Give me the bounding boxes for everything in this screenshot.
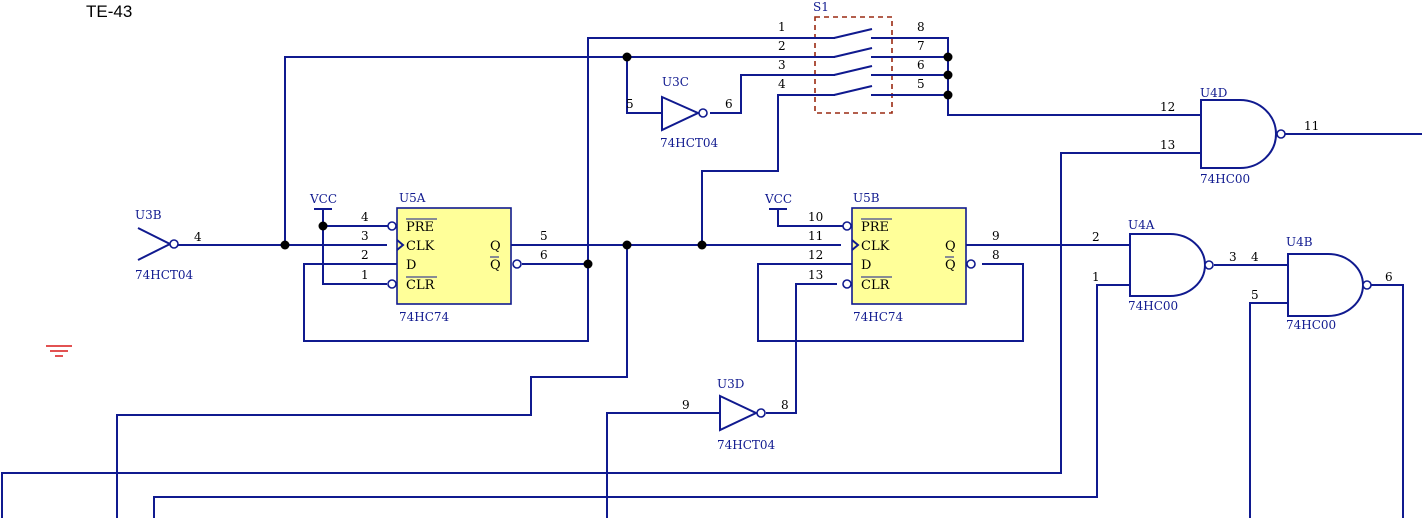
- u5a-part: 74HC74: [399, 310, 450, 324]
- u5a-pin-q: 5: [540, 229, 548, 243]
- s1-pin-5: 5: [917, 77, 925, 91]
- u5a-label-qn: Q: [490, 258, 501, 273]
- wire-u4b-out: [1370, 284, 1404, 518]
- u5b-ref: U5B: [853, 191, 880, 205]
- wire-q-to-s1-pin4: [701, 94, 781, 246]
- u3d-part: 74HCT04: [717, 438, 776, 452]
- u3b-part: 74HCT04: [135, 268, 194, 282]
- u5a-ref: U5A: [399, 191, 426, 205]
- u4d-pin-out: 11: [1304, 119, 1319, 133]
- u5a-label-d: D: [406, 258, 416, 273]
- u5a-pin-clr: 1: [361, 268, 369, 282]
- u3d-pin-in: 9: [682, 398, 690, 412]
- u3d-inverter: U3D 74HCT04 9 8: [682, 377, 789, 452]
- u3b-inverter: U3B 74HCT04 4: [135, 208, 202, 282]
- u3b-ref: U3B: [135, 208, 162, 222]
- u5b-pin-pre: 10: [808, 210, 823, 224]
- u4a-pin-in2: 1: [1092, 270, 1100, 284]
- wire-u5a-vcc-tie: [322, 225, 387, 285]
- s1-pin-6: 6: [917, 58, 925, 72]
- u4b-part: 74HC00: [1286, 318, 1336, 332]
- u3c-pin-in: 5: [626, 97, 634, 111]
- wire-u3d-in: [606, 412, 721, 518]
- u5b-pin-q: 9: [992, 229, 1000, 243]
- wire-u5a-qn: [522, 37, 781, 342]
- wire-u4d-in2: [1, 152, 1202, 518]
- u4b-nand-gate: U4B 74HC00 4 5 6: [1251, 235, 1393, 332]
- u4b-pin-out: 6: [1385, 270, 1393, 284]
- u5a-pin-d: 2: [361, 248, 369, 262]
- wire-u5b-d-feedback: [757, 263, 1024, 342]
- s1-pin-4: 4: [778, 77, 786, 91]
- u5b-label-d: D: [861, 258, 871, 273]
- u5b-vcc: VCC: [764, 192, 792, 210]
- u4b-pin-in1: 4: [1251, 250, 1259, 264]
- u4d-ref: U4D: [1200, 86, 1227, 100]
- schematic-title: TE-43: [86, 2, 132, 21]
- wire-s1-right-bus: [947, 37, 1202, 116]
- u5b-part: 74HC74: [853, 310, 904, 324]
- wire-u4a-in2: [153, 284, 1131, 518]
- wire-u5a-d-feedback: [303, 263, 589, 342]
- s1-pin-7: 7: [917, 39, 925, 53]
- u5b-pin-qn: 8: [992, 248, 1000, 262]
- s1-pin-8: 8: [917, 20, 925, 34]
- wire-u3c-out: [710, 74, 781, 114]
- s1-ref: S1: [813, 0, 829, 14]
- u3c-ref: U3C: [662, 75, 689, 89]
- u5b-label-clr: CLR: [861, 278, 891, 293]
- u5a-vcc-label: VCC: [309, 192, 337, 206]
- u5b-label-clk: CLK: [861, 239, 890, 254]
- wire-u3c-in: [626, 56, 663, 114]
- u5b-pin-d: 12: [808, 248, 823, 262]
- u4a-pin-out: 3: [1229, 250, 1237, 264]
- u5a-pin-clk: 3: [361, 229, 369, 243]
- wire-u5a-clk-branch: [284, 56, 781, 246]
- u5b-label-q: Q: [945, 239, 956, 254]
- u4a-part: 74HC00: [1128, 299, 1178, 313]
- u4d-nand-gate: U4D 74HC00 12 13 11: [1160, 86, 1319, 186]
- u3c-inverter: U3C 74HCT04 5 6: [626, 75, 733, 150]
- u5b-flip-flop: PRE CLK D CLR Q Q U5B 74HC74 10 11 12 13…: [808, 191, 1000, 324]
- u5a-pin-qn: 6: [540, 248, 548, 262]
- u5b-vcc-label: VCC: [764, 192, 792, 206]
- u5b-label-pre: PRE: [861, 220, 889, 235]
- u4d-part: 74HC00: [1200, 172, 1250, 186]
- u5b-pin-clr: 13: [808, 268, 823, 282]
- ground-icon: [46, 345, 72, 357]
- u4d-pin-in1: 12: [1160, 100, 1175, 114]
- u4a-nand-gate: U4A 74HC00 2 1 3: [1092, 218, 1237, 313]
- u5b-pin-clk: 11: [808, 229, 823, 243]
- u5a-label-q: Q: [490, 239, 501, 254]
- u5b-label-qn: Q: [945, 258, 956, 273]
- u3d-pin-out: 8: [781, 398, 789, 412]
- wires: [1, 37, 1422, 518]
- wire-u4b-in2: [1249, 302, 1289, 518]
- u3c-part: 74HCT04: [660, 136, 719, 150]
- wire-u5b-clr: [766, 283, 837, 414]
- u4b-pin-in2: 5: [1251, 288, 1259, 302]
- u3c-pin-out: 6: [725, 97, 733, 111]
- u5a-label-clk: CLK: [406, 239, 435, 254]
- u5a-pin-pre: 4: [361, 210, 369, 224]
- u5a-label-pre: PRE: [406, 220, 434, 235]
- s1-pin-1: 1: [778, 20, 786, 34]
- u4a-pin-in1: 2: [1092, 230, 1100, 244]
- u3b-pin-out: 4: [194, 230, 202, 244]
- s1-pin-3: 3: [778, 58, 786, 72]
- u4b-ref: U4B: [1286, 235, 1313, 249]
- junction-dots: [280, 52, 953, 269]
- u4d-pin-in2: 13: [1160, 138, 1175, 152]
- u5a-label-clr: CLR: [406, 278, 436, 293]
- s1-pin-2: 2: [778, 39, 786, 53]
- s1-dip-switch: S1 1 2 3 4 8 7 6 5: [778, 0, 949, 114]
- wire-q-node-down: [116, 244, 628, 518]
- wire-u5b-vcc: [777, 209, 849, 227]
- u3d-ref: U3D: [717, 377, 744, 391]
- u5a-vcc: VCC: [309, 192, 337, 226]
- u5a-flip-flop: PRE CLK D CLR Q Q U5A 74HC74 4 3 2 1 5 6: [361, 191, 548, 324]
- u4a-ref: U4A: [1128, 218, 1155, 232]
